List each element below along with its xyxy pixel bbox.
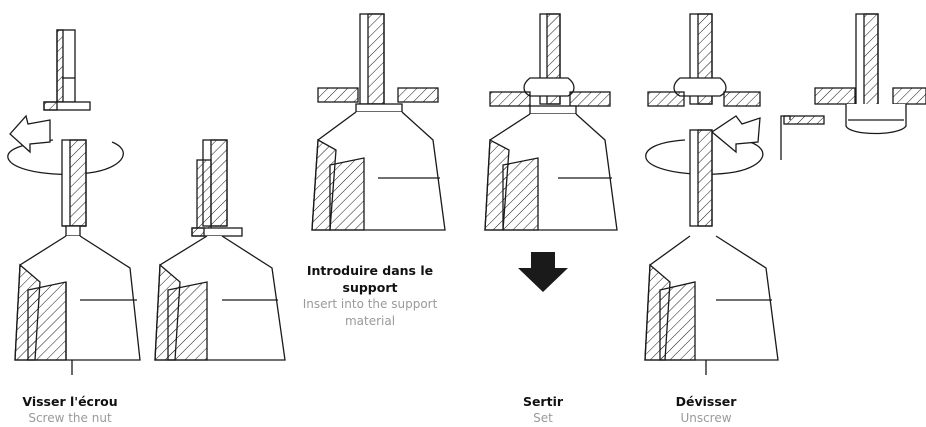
step2-title: Introduire dans le support [306, 263, 434, 295]
step1-subtitle: Screw the nut [28, 411, 112, 425]
setting-tool-body [14, 139, 141, 375]
rivet-nut-part [43, 29, 91, 111]
step2-subtitle: Insert into the support material [302, 297, 438, 328]
step1-drawing [7, 29, 141, 375]
step4-title: Dévisser [675, 394, 737, 409]
step3-subtitle: Set [533, 411, 553, 425]
step2-drawing [311, 13, 446, 231]
step4-caption: Dévisser Unscrew [646, 393, 766, 427]
step1-title: Visser l'écrou [22, 394, 118, 409]
step1-caption: Visser l'écrou Screw the nut [0, 393, 140, 427]
step4-drawing [644, 13, 779, 375]
step3-drawing [484, 13, 618, 231]
step2-caption: Introduire dans le support Insert into t… [290, 262, 450, 330]
final-drawing [780, 13, 926, 160]
step4-subtitle: Unscrew [680, 411, 732, 425]
rotation-arrow-icon [7, 114, 124, 175]
step3-title: Sertir [522, 394, 564, 409]
step3-caption: Sertir Set [503, 393, 583, 427]
down-arrow-icon [518, 252, 568, 292]
step1b-drawing [154, 139, 286, 361]
